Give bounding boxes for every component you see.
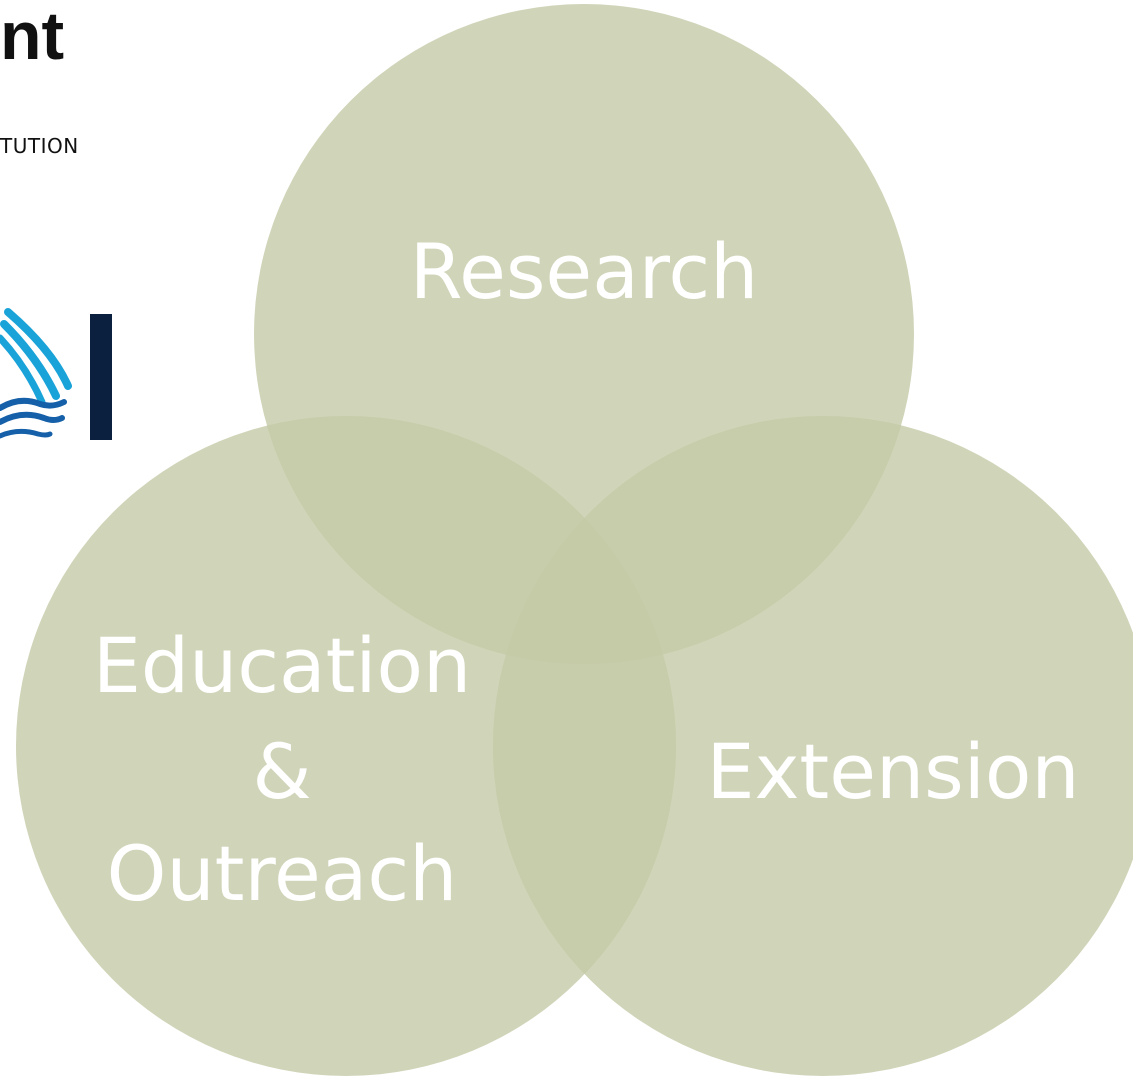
partial-heading: nt (0, 0, 65, 74)
partial-subheading: TUTION (0, 134, 79, 158)
education-label-line-1: Education (93, 621, 471, 710)
logo-arc-outer (4, 308, 72, 390)
logo-wave-1 (0, 397, 67, 411)
extension-circle (493, 416, 1133, 1076)
extension-label: Extension (706, 727, 1079, 816)
logo-arc-inner (0, 334, 46, 406)
logo-bar (90, 314, 112, 440)
logo-wave-2 (0, 411, 65, 425)
education-circle (16, 416, 676, 1076)
wave-arcs-logo-icon (0, 308, 112, 440)
logo-wave-3 (0, 428, 53, 439)
education-label-line-2: & (252, 727, 311, 816)
research-label: Research (410, 227, 759, 316)
logo-arc-middle (0, 320, 60, 400)
education-label-line-3: Outreach (107, 829, 458, 918)
